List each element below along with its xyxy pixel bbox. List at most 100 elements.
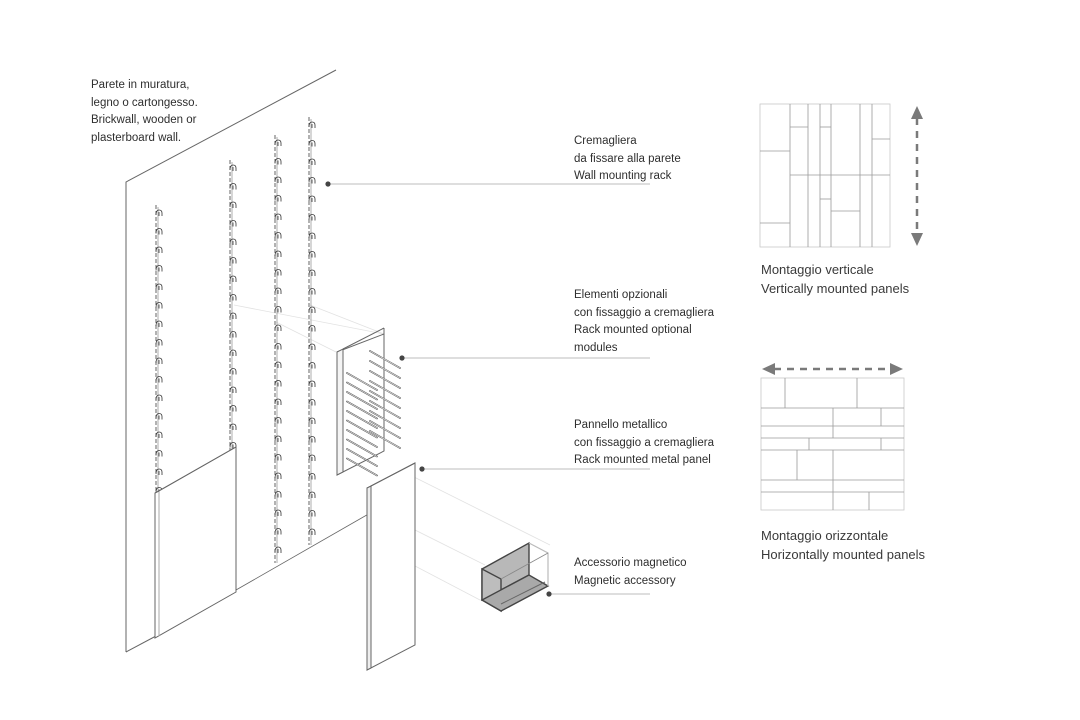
module-pin-highlight: [346, 410, 378, 429]
module-pin-highlight: [369, 430, 401, 449]
rack-slot: [308, 325, 316, 332]
rack-slot: [155, 394, 163, 401]
rack-slot: [274, 435, 282, 442]
rack-slot: [274, 213, 282, 220]
module-pin-highlight: [369, 360, 401, 379]
rack-slot: [274, 343, 282, 350]
rack-slot: [274, 287, 282, 294]
rack-slot: [155, 450, 163, 457]
rack-slot: [155, 468, 163, 475]
rack-slot: [308, 140, 316, 147]
rack-slot: [308, 510, 316, 517]
rack-slot: [229, 423, 237, 430]
installed-metal-panel: [154, 446, 237, 639]
rack-slot: [308, 436, 316, 443]
rack-slot: [274, 454, 282, 461]
callout-magnetic-accessory: Accessorio magnetico Magnetic accessory: [574, 555, 687, 590]
callout-metal-panel: Pannello metallico con fissaggio a crema…: [574, 417, 714, 470]
rack-slot: [308, 177, 316, 184]
module-pin-highlight: [346, 429, 378, 448]
module-pin-highlight: [346, 401, 378, 419]
leader-dot-modules: [399, 355, 405, 361]
rack-slot: [229, 349, 237, 356]
rack-slot: [308, 399, 316, 406]
leader-lines: [328, 183, 650, 595]
module-pin-highlight: [346, 372, 378, 391]
rack-slot: [308, 473, 316, 480]
rack-slot: [229, 294, 237, 301]
rack-slot: [155, 357, 163, 364]
vertical-panels-grid: [759, 103, 891, 248]
rack-slot: [229, 368, 237, 375]
rack-slot: [308, 491, 316, 498]
rack-slot: [308, 454, 316, 461]
module-pin-highlight: [369, 420, 401, 439]
rack-slot: [274, 472, 282, 479]
rack-slot: [155, 246, 163, 253]
callout-line: con fissaggio a cremagliera: [574, 436, 714, 449]
caption-vertical: Montaggio verticale Vertically mounted p…: [761, 260, 909, 298]
rack-slot: [308, 528, 316, 535]
caption-horizontal: Montaggio orizzontale Horizontally mount…: [761, 526, 925, 564]
rack-slot: [155, 265, 163, 272]
rack-slot: [308, 380, 316, 387]
rack-slot: [274, 528, 282, 535]
rack-slot: [229, 275, 237, 282]
module-pin-highlight: [369, 410, 401, 429]
rack-slot: [229, 183, 237, 190]
rack-slot: [274, 269, 282, 276]
rack-slot: [229, 220, 237, 227]
rack-slot: [274, 509, 282, 516]
rack-slot: [308, 288, 316, 295]
leader-dot-accessory: [546, 591, 552, 597]
wall-label-line: legno o cartongesso.: [91, 96, 198, 109]
rack: [155, 205, 163, 494]
rack-slot: [274, 361, 282, 368]
rack-slot: [274, 139, 282, 146]
callout-line: da fissare alla parete: [574, 152, 681, 165]
module-pin-highlight: [346, 420, 378, 438]
rack-slot: [229, 201, 237, 208]
rack-slot: [274, 417, 282, 424]
module-pin-highlight: [346, 448, 378, 467]
callout-line: modules: [574, 341, 618, 354]
caption-line: Vertically mounted panels: [761, 281, 910, 296]
rack-slot: [155, 376, 163, 383]
callout-optional-modules: Elementi opzionali con fissaggio a crema…: [574, 287, 714, 357]
rack-slot: [229, 164, 237, 171]
rack-slot: [274, 546, 282, 553]
rack-slot: [274, 158, 282, 165]
projection-lines: [233, 304, 551, 601]
callout-rack: Cremagliera da fissare alla parete Wall …: [574, 133, 681, 186]
vertical-double-arrow-icon: [911, 106, 923, 246]
callout-line: con fissaggio a cremagliera: [574, 306, 714, 319]
rack-slot: [308, 417, 316, 424]
rack-slot: [274, 398, 282, 405]
rack-slot: [274, 195, 282, 202]
rack-slot: [308, 306, 316, 313]
module-pin-highlight: [346, 458, 378, 476]
rack-slot: [274, 176, 282, 183]
rack-slot: [308, 251, 316, 258]
rack-slot: [229, 442, 237, 449]
rack: [229, 160, 237, 452]
rack-slot: [274, 380, 282, 387]
wall-label-line: Brickwall, wooden or: [91, 114, 197, 126]
rack-slot: [229, 312, 237, 319]
callout-line: Pannello metallico: [574, 419, 668, 431]
wall-label-line: Parete in muratura,: [91, 79, 190, 91]
module-pin-highlight: [369, 350, 401, 369]
magnetic-accessory-box: [480, 541, 550, 613]
rack-slot: [274, 232, 282, 239]
module-pin-highlight: [369, 390, 401, 409]
rack-slot: [308, 214, 316, 221]
wall-mounting-racks: [155, 117, 316, 563]
module-pin-highlight: [369, 400, 401, 419]
rack-slot: [155, 283, 163, 290]
caption-line: Montaggio verticale: [761, 262, 874, 277]
rack-slot: [308, 343, 316, 350]
module-pin-highlight: [369, 370, 401, 389]
leader-dot-rack: [325, 181, 331, 187]
callout-line: Wall mounting rack: [574, 170, 672, 182]
rack-slot: [274, 250, 282, 257]
